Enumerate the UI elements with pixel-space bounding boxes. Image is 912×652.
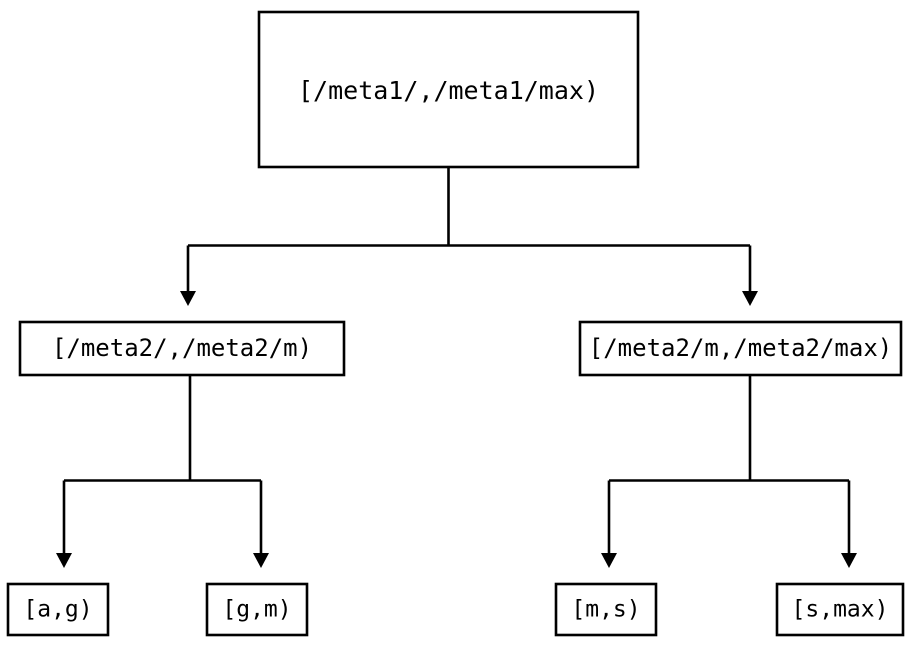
node-mid-right-label: [/meta2/m,/meta2/max) xyxy=(589,334,892,362)
arrowhead-mid-left-to-leaf2 xyxy=(253,553,269,568)
arrowhead-mid-left-to-leaf1 xyxy=(56,553,72,568)
node-leaf-m-s-label: [m,s) xyxy=(571,597,640,623)
node-leaf-g-m-label: [g,m) xyxy=(222,597,291,623)
node-mid-left-box[interactable] xyxy=(18,320,346,377)
node-mid-right-box[interactable] xyxy=(578,320,903,377)
node-leaf-a-g-label: [a,g) xyxy=(23,597,92,623)
edge-group-mid-right xyxy=(601,375,857,568)
node-leaf-s-max[interactable]: [s,max) xyxy=(775,582,905,637)
node-leaf-s-max-box[interactable] xyxy=(775,582,905,637)
node-root-label: [/meta1/,/meta1/max) xyxy=(298,76,599,105)
node-leaf-m-s-box[interactable] xyxy=(554,582,658,637)
node-root-box[interactable] xyxy=(257,10,640,169)
arrowhead-mid-right-to-leaf4 xyxy=(841,553,857,568)
node-leaf-a-g-box[interactable] xyxy=(6,582,110,637)
edge-group-mid-left xyxy=(56,375,269,568)
edge-group-root xyxy=(180,167,758,306)
node-mid-right[interactable]: [/meta2/m,/meta2/max) xyxy=(578,320,903,377)
node-leaf-m-s[interactable]: [m,s) xyxy=(554,582,658,637)
node-root[interactable]: [/meta1/,/meta1/max) xyxy=(257,10,640,169)
node-leaf-s-max-label: [s,max) xyxy=(792,597,889,623)
arrowhead-mid-right-to-leaf3 xyxy=(601,553,617,568)
node-mid-left[interactable]: [/meta2/,/meta2/m) xyxy=(18,320,346,377)
arrowhead-root-to-mid-left xyxy=(180,291,196,306)
arrowhead-root-to-mid-right xyxy=(742,291,758,306)
node-leaf-g-m-box[interactable] xyxy=(205,582,309,637)
node-leaf-g-m[interactable]: [g,m) xyxy=(205,582,309,637)
node-mid-left-label: [/meta2/,/meta2/m) xyxy=(52,334,312,362)
node-leaf-a-g[interactable]: [a,g) xyxy=(6,582,110,637)
